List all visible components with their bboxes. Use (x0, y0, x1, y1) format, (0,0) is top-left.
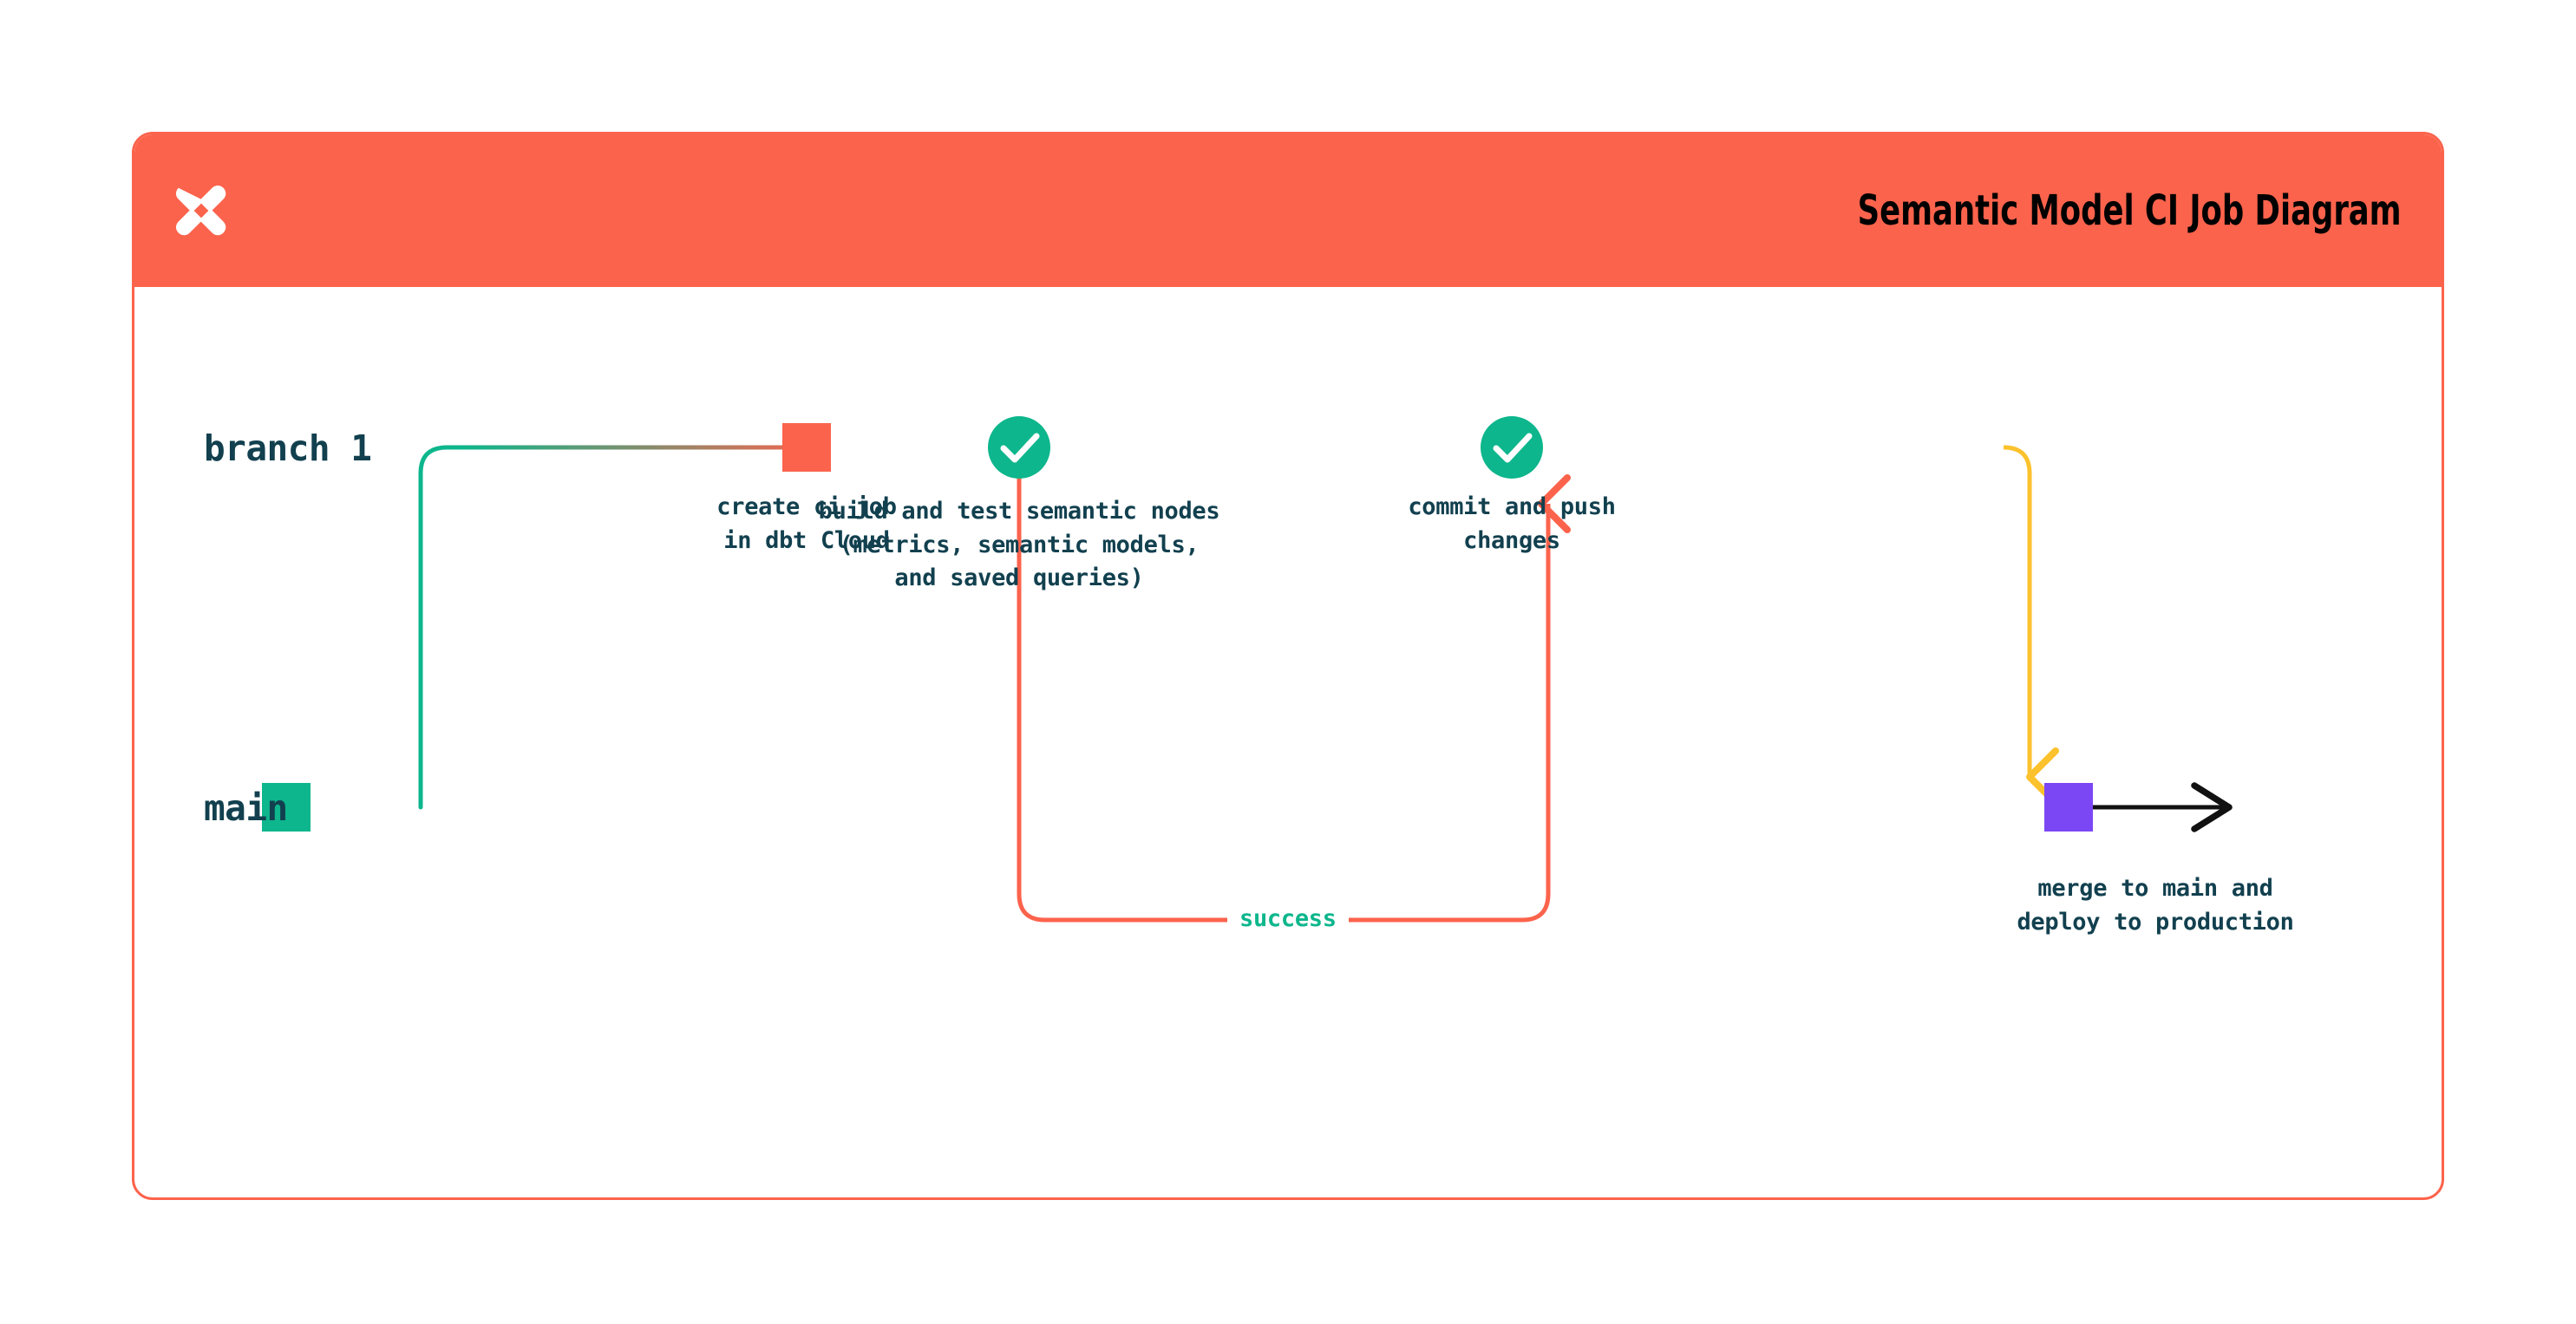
diagram-canvas: branch 1 main create ci job in dbt Cloud… (134, 287, 2442, 1197)
page-title: Semantic Model CI Job Diagram (1858, 186, 2402, 235)
lane-label-branch-1: branch 1 (204, 427, 372, 469)
dbt-logo-icon (175, 185, 226, 236)
lane-label-main: main (204, 787, 288, 829)
diagram-header: Semantic Model CI Job Diagram (134, 134, 2442, 287)
node-commit-and-push-check-circle (1481, 416, 1543, 479)
merge-down-line (2003, 445, 2059, 806)
node-label-create-ci-job: create ci job in dbt Cloud (716, 493, 897, 554)
node-label-commit-and-push: commit and push changes (1408, 493, 1616, 554)
node-label-merge-to-main: merge to main and deploy to production (2017, 875, 2294, 936)
node-build-and-test-check-circle (988, 416, 1050, 479)
git-graph-svg (262, 416, 2233, 923)
node-merge-to-main-square (2044, 783, 2093, 832)
diagram-card: Semantic Model CI Job Diagram (132, 132, 2444, 1200)
edge-label-success: success (1227, 905, 1349, 932)
node-main-start-square (262, 783, 311, 832)
branch-off-line (418, 445, 831, 810)
node-create-ci-job-square (782, 423, 831, 472)
node-label-build-and-test: build and test semantic nodes (metrics, … (818, 498, 1220, 592)
